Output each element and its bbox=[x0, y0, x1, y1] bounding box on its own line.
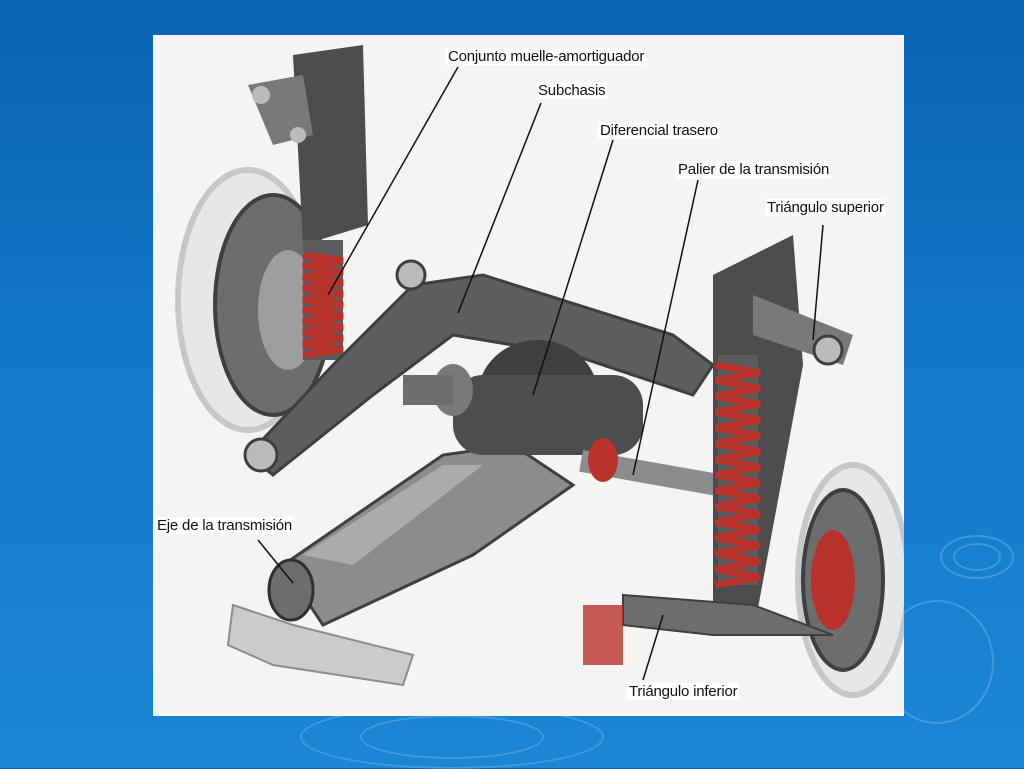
label-lower-arm: Triángulo inferior bbox=[627, 683, 740, 700]
leader-spring-damper bbox=[327, 66, 459, 296]
driveline-tube bbox=[226, 443, 576, 687]
suspension-diagram-panel: Conjunto muelle-amortiguador Subchasis D… bbox=[153, 35, 904, 716]
leader-differential bbox=[532, 139, 614, 396]
left-wheel bbox=[175, 167, 333, 433]
leader-driveline-shaft bbox=[257, 539, 294, 584]
leader-upper-arm bbox=[812, 224, 824, 341]
ripple-decoration bbox=[360, 715, 544, 759]
right-wheel bbox=[795, 462, 904, 698]
leader-drive-shaft bbox=[632, 179, 699, 476]
left-coil-spring bbox=[302, 240, 344, 360]
label-rear-differential: Diferencial trasero bbox=[598, 122, 720, 139]
ripple-decoration bbox=[940, 535, 1014, 579]
ripple-decoration bbox=[953, 543, 1001, 571]
label-subframe: Subchasis bbox=[536, 82, 608, 99]
subframe bbox=[243, 259, 716, 477]
leader-lower-arm bbox=[642, 614, 664, 681]
left-strut-mount bbox=[248, 45, 368, 245]
label-driveline-shaft: Eje de la transmisión bbox=[155, 517, 295, 534]
lower-control-arm bbox=[583, 593, 834, 665]
leader-subframe bbox=[457, 102, 542, 314]
label-spring-damper: Conjunto muelle-amortiguador bbox=[446, 48, 647, 65]
right-drive-shaft bbox=[579, 438, 731, 498]
suspension-illustration bbox=[175, 45, 904, 698]
leader-lines bbox=[257, 66, 824, 681]
rear-differential bbox=[403, 340, 643, 455]
right-upright bbox=[713, 235, 853, 635]
label-upper-arm: Triángulo superior bbox=[765, 199, 886, 216]
label-drive-shaft: Palier de la transmisión bbox=[676, 161, 832, 178]
